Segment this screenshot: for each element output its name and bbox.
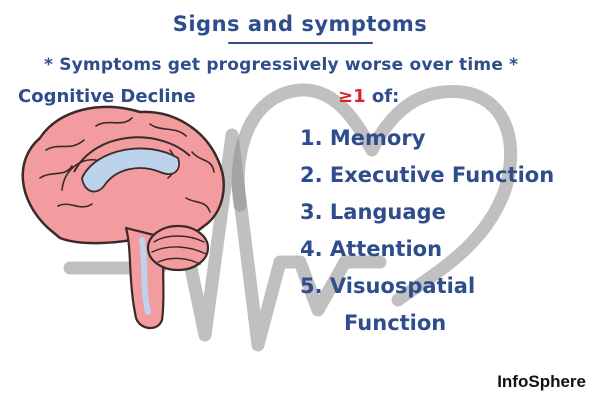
list-item: 4. Attention <box>300 231 554 268</box>
list-item: 1. Memory <box>300 120 554 157</box>
title-underline <box>228 42 373 44</box>
list-item-label: 4. Attention <box>300 237 443 261</box>
criterion-symbol: ≥1 <box>338 86 366 107</box>
brand-watermark: InfoSphere <box>497 372 586 391</box>
brain-cerebrum <box>21 105 225 245</box>
criterion-label: ≥1 of: <box>338 86 399 107</box>
list-item-label: 3. Language <box>300 200 446 224</box>
list-item: 2. Executive Function <box>300 157 554 194</box>
cerebellum <box>146 224 210 272</box>
list-item-label: Function <box>344 311 447 335</box>
page-title: Signs and symptoms <box>172 12 428 36</box>
list-item-label: 1. Memory <box>300 126 426 150</box>
list-item-label: 5. Visuospatial <box>300 274 476 298</box>
list-item: 5. Visuospatial <box>300 268 554 305</box>
list-item-continuation: Function <box>300 305 554 342</box>
brain-ventricle <box>81 147 180 193</box>
corpus-callosum <box>73 136 191 173</box>
criterion-suffix: of: <box>365 86 400 107</box>
subtitle: * Symptoms get progressively worse over … <box>44 55 519 75</box>
cognitive-domain-list: 1. Memory 2. Executive Function 3. Langu… <box>300 120 554 342</box>
list-item-label: 2. Executive Function <box>300 163 555 187</box>
section-label: Cognitive Decline <box>18 86 196 107</box>
list-item: 3. Language <box>300 194 554 231</box>
